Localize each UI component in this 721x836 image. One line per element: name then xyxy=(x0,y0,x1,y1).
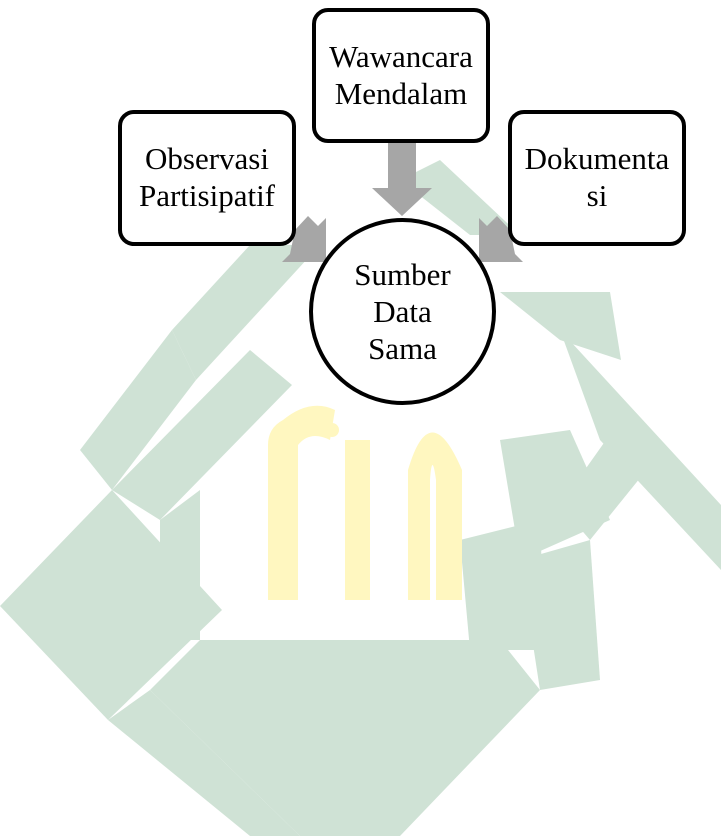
arrow-from-right xyxy=(479,216,523,262)
hub-circle: Sumber Data Sama xyxy=(309,218,496,405)
arrow-down xyxy=(372,143,432,216)
source-box-wawancara: Wawancara Mendalam xyxy=(312,8,490,143)
source-box-observasi: Observasi Partisipatif xyxy=(118,110,296,246)
hub-label: Sumber Data Sama xyxy=(354,256,451,367)
source-label: Wawancara Mendalam xyxy=(329,38,473,111)
source-box-dokumentasi: Dokumenta si xyxy=(508,110,686,246)
source-label: Dokumenta si xyxy=(524,141,670,213)
source-label: Observasi Partisipatif xyxy=(138,141,276,213)
arrow-from-left xyxy=(282,216,326,262)
